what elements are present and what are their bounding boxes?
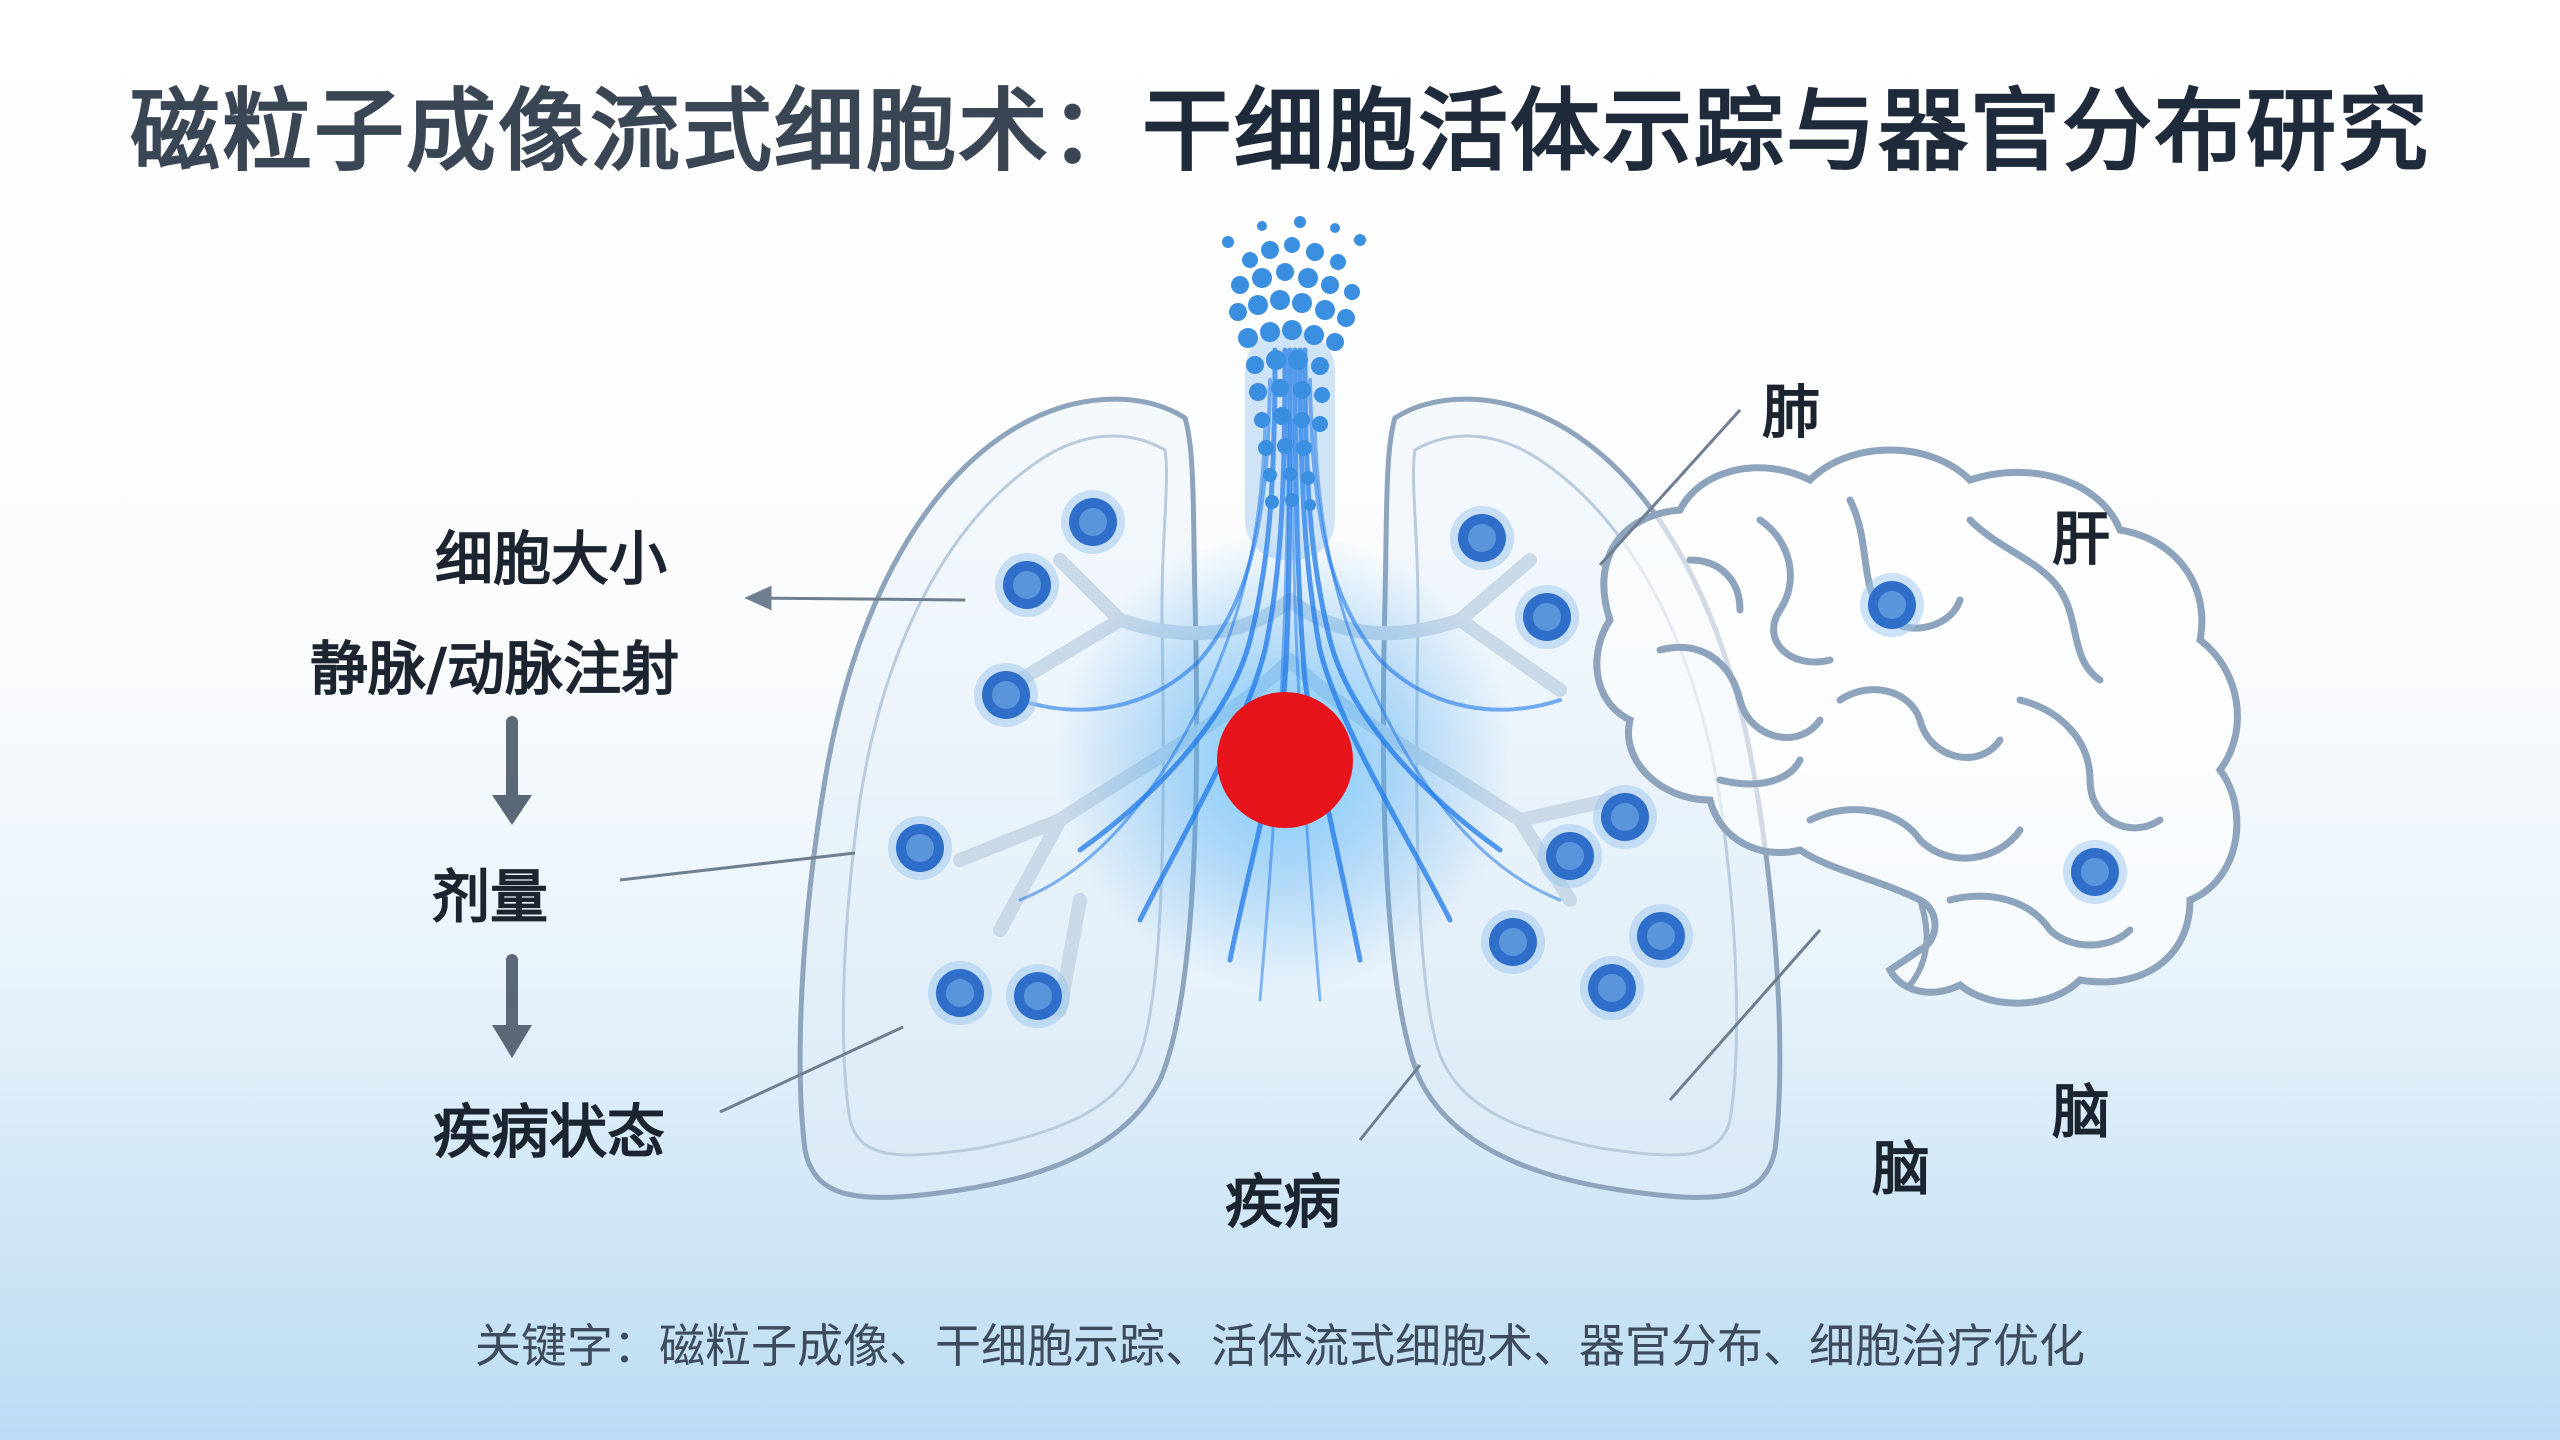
stem-cell xyxy=(1006,964,1070,1028)
stem-cell xyxy=(995,553,1059,617)
trachea-particles xyxy=(1222,216,1366,560)
organ-label-brain-right: 脑 xyxy=(2052,1078,2111,1146)
factor-cell-size: 细胞大小 xyxy=(435,525,668,593)
organ-label-disease: 疾病 xyxy=(1225,1168,1342,1236)
title-part-1: 磁粒子成像流式细胞术： xyxy=(130,79,1142,184)
lesion-dot xyxy=(1217,692,1353,828)
stem-cell xyxy=(888,816,952,880)
leader-lines xyxy=(619,408,1822,1141)
stem-cell xyxy=(1629,904,1693,968)
stem-cell xyxy=(1538,824,1602,888)
brain-stem xyxy=(1907,897,1930,988)
stem-cell xyxy=(1061,490,1125,554)
stem-cell xyxy=(1450,506,1514,570)
stem-cell xyxy=(1515,585,1579,649)
stem-cells xyxy=(888,490,2127,1028)
factor-disease-state: 疾病状态 xyxy=(433,1098,666,1166)
keywords-line: 关键字：磁粒子成像、干细胞示踪、活体流式细胞术、器官分布、细胞治疗优化 xyxy=(475,1319,2085,1373)
stem-cell xyxy=(1580,956,1644,1020)
flow-arrows xyxy=(492,716,532,1058)
down-arrow-1-head xyxy=(492,795,532,825)
down-arrow-2-head xyxy=(492,1025,532,1058)
stem-cell xyxy=(1860,573,1924,637)
factor-dose: 剂量 xyxy=(432,863,549,931)
organ-label-brain-bottom: 脑 xyxy=(1872,1135,1931,1203)
organ-label-liver: 肝 xyxy=(2052,505,2111,573)
factor-injection-route: 静脉/动脉注射 xyxy=(310,635,680,703)
organ-label-lung: 肺 xyxy=(1762,378,1821,446)
stem-cell xyxy=(2063,840,2127,904)
stem-cell xyxy=(928,961,992,1025)
stem-cell xyxy=(1593,785,1657,849)
page-title: 磁粒子成像流式细胞术：干细胞活体示踪与器官分布研究 xyxy=(0,58,2560,188)
stem-cell xyxy=(1481,910,1545,974)
stem-cell xyxy=(974,663,1038,727)
title-part-2: 干细胞活体示踪与器官分布研究 xyxy=(1142,79,2430,184)
